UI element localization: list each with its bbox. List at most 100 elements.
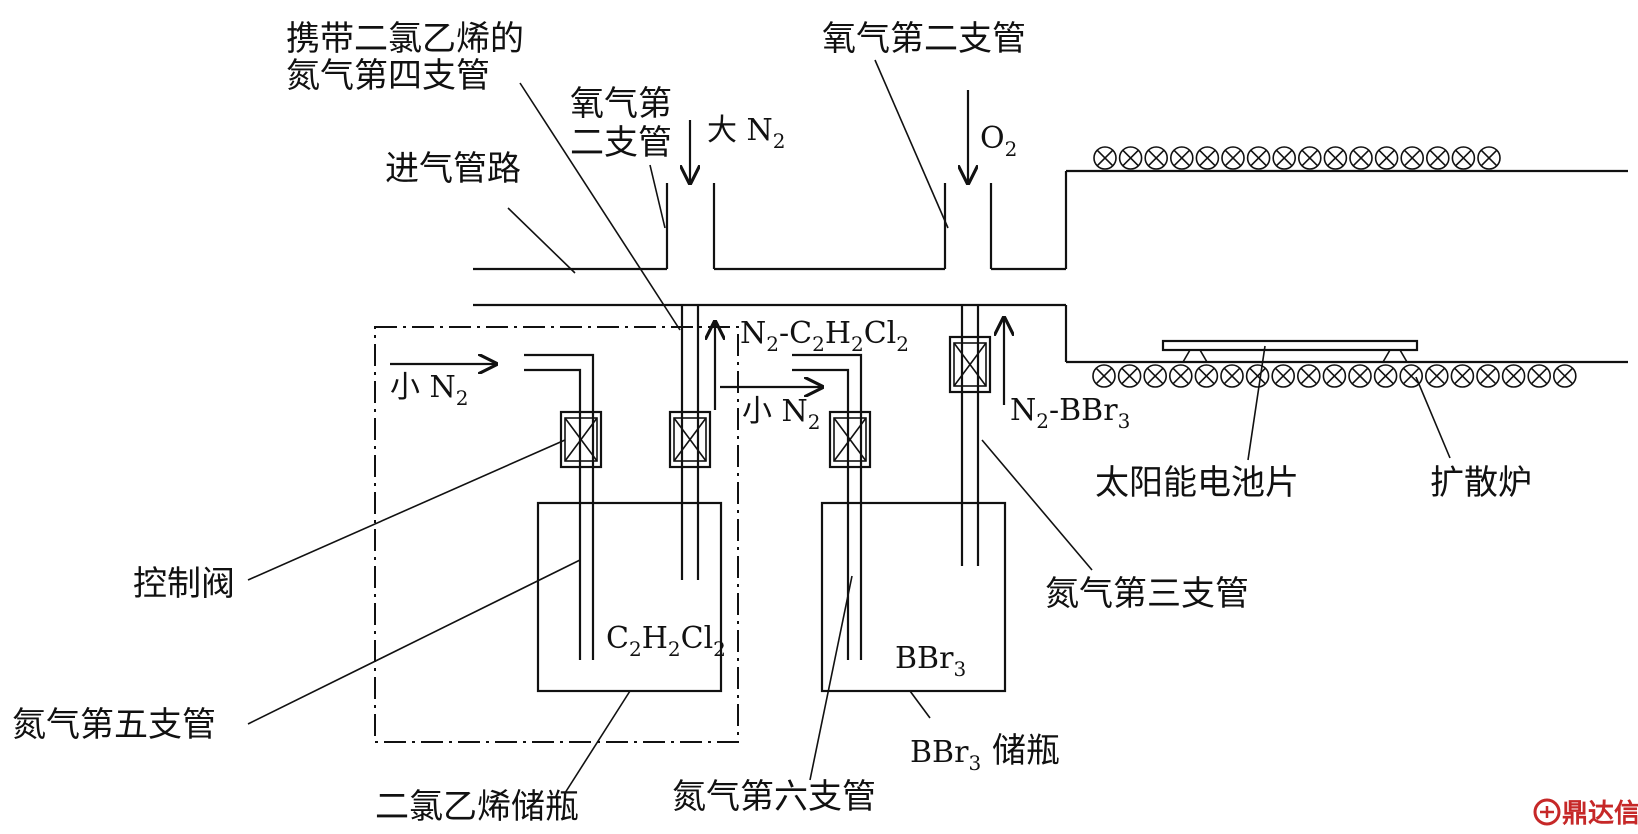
big-n2-label: 大 N2 [707, 113, 786, 153]
top-coil-cross [1224, 149, 1242, 167]
top-coil-cross [1096, 149, 1114, 167]
n2-branch3-pipe [960, 305, 1004, 566]
n2-branch4-label-line1: 携带二氯乙烯的 [286, 19, 524, 59]
control-valve-1 [559, 410, 603, 469]
top-coil [1195, 146, 1220, 170]
n2-c2h2cl2-label: N2-C2H2Cl2 [740, 316, 909, 356]
o2-branch2-top-label: 氧气第二支管 [822, 19, 1026, 59]
bottom-coil [1143, 364, 1167, 388]
bottom-coil-cross [1198, 367, 1215, 385]
bottom-coil-cross [1556, 367, 1574, 385]
small-n2-left-label: 小 N2 [390, 370, 469, 410]
top-coil [1246, 146, 1271, 170]
control-valve-4 [948, 335, 992, 394]
bottom-coil-cross [1172, 367, 1190, 385]
bottom-coil [1271, 364, 1295, 388]
dce-bottle [536, 501, 723, 693]
watermark-logo: 鼎达信 [1533, 798, 1638, 829]
n2-branch3-label: 氮气第三支管 [1045, 574, 1249, 614]
bottom-coil-cross [1530, 367, 1548, 385]
c2h2cl2-content-label: C2H2Cl2 [606, 621, 726, 661]
o2-branch2-left-label-line2: 二支管 [570, 123, 672, 163]
bottom-coil-cross [1377, 367, 1394, 385]
bottom-coil [1501, 364, 1526, 388]
bottom-coil [1322, 364, 1347, 388]
control-valve-label: 控制阀 [133, 564, 235, 604]
bottom-coil [1245, 364, 1270, 388]
top-coil-cross [1480, 149, 1498, 167]
top-coil-cross [1147, 149, 1165, 167]
n2-branch4-label-line2: 氮气第四支管 [286, 56, 490, 96]
top-coil-cross [1199, 149, 1216, 167]
top-coil [1400, 146, 1424, 170]
bottom-coil-cross [1300, 367, 1318, 385]
bottom-coil [1297, 364, 1321, 388]
bottom-coil-cross [1351, 367, 1369, 385]
bottom-coil [1169, 364, 1193, 388]
bbr3-content-label: BBr3 [895, 641, 966, 681]
top-coil [1170, 146, 1194, 170]
o2-entry [943, 90, 993, 269]
top-coil-cross [1275, 149, 1293, 167]
bottom-coil [1373, 364, 1398, 388]
n2-branch5-label: 氮气第五支管 [12, 705, 216, 745]
top-coil-cross [1122, 149, 1139, 167]
inlet-pipe [473, 267, 1066, 307]
top-coil-cross [1327, 149, 1344, 167]
leader-lines [247, 59, 1451, 794]
bottom-coil [1348, 364, 1372, 388]
dce-enclosure [374, 326, 739, 743]
bottom-coil-cross [1402, 367, 1420, 385]
bottom-coil-cross [1095, 367, 1113, 385]
bottom-coil [1425, 364, 1449, 388]
top-coil-cross [1301, 149, 1319, 167]
heating-coils-top [1093, 146, 1501, 170]
top-coil [1477, 146, 1501, 170]
bottom-coil [1553, 364, 1577, 388]
big-n2-entry [665, 120, 716, 269]
bottom-coil [1194, 364, 1219, 388]
control-valve-3 [828, 410, 872, 469]
small-n2-mid-label: 小 N2 [742, 394, 821, 434]
bottom-coil-cross [1326, 367, 1343, 385]
o2-label: O2 [980, 121, 1017, 161]
bbr3-bottle-label: BBr3 储瓶 [910, 731, 1060, 775]
top-coil-cross [1378, 149, 1395, 167]
bottom-coil-cross [1223, 367, 1241, 385]
solar-cell-boat [1161, 339, 1419, 363]
bbr3-bottle [820, 501, 1007, 693]
n2-bbr3-label: N2-BBr3 [1010, 393, 1130, 433]
bottom-coil-cross [1146, 367, 1164, 385]
top-coil [1349, 146, 1373, 170]
diffusion-furnace-label: 扩散炉 [1430, 463, 1532, 503]
bottom-coil [1399, 364, 1423, 388]
bottom-coil-cross [1454, 367, 1471, 385]
watermark-text: 鼎达信 [1562, 799, 1638, 829]
top-coil-cross [1455, 149, 1472, 167]
bottom-coil-cross [1505, 367, 1522, 385]
bottom-coil [1092, 364, 1116, 388]
diffusion-furnace [1064, 146, 1628, 388]
bottom-coil [1450, 364, 1475, 388]
inlet-pipe-label: 进气管路 [385, 149, 521, 189]
n2-branch4-pipe [680, 305, 715, 580]
bottom-coil [1476, 364, 1500, 388]
top-coil [1426, 146, 1450, 170]
bottom-coil-cross [1428, 367, 1446, 385]
bottom-coil [1117, 364, 1142, 388]
top-coil [1221, 146, 1245, 170]
bottom-coil [1527, 364, 1551, 388]
top-coil [1451, 146, 1476, 170]
top-coil [1374, 146, 1399, 170]
top-coil [1093, 146, 1117, 170]
control-valve-2 [668, 410, 712, 469]
top-coil [1144, 146, 1168, 170]
n2-branch5-pipe [390, 353, 595, 660]
top-coil [1323, 146, 1348, 170]
n2-branch6-label: 氮气第六支管 [672, 777, 876, 817]
bottom-coil-cross [1121, 367, 1138, 385]
top-coil-cross [1250, 149, 1267, 167]
heating-coils-bottom [1092, 364, 1577, 388]
top-coil [1298, 146, 1322, 170]
